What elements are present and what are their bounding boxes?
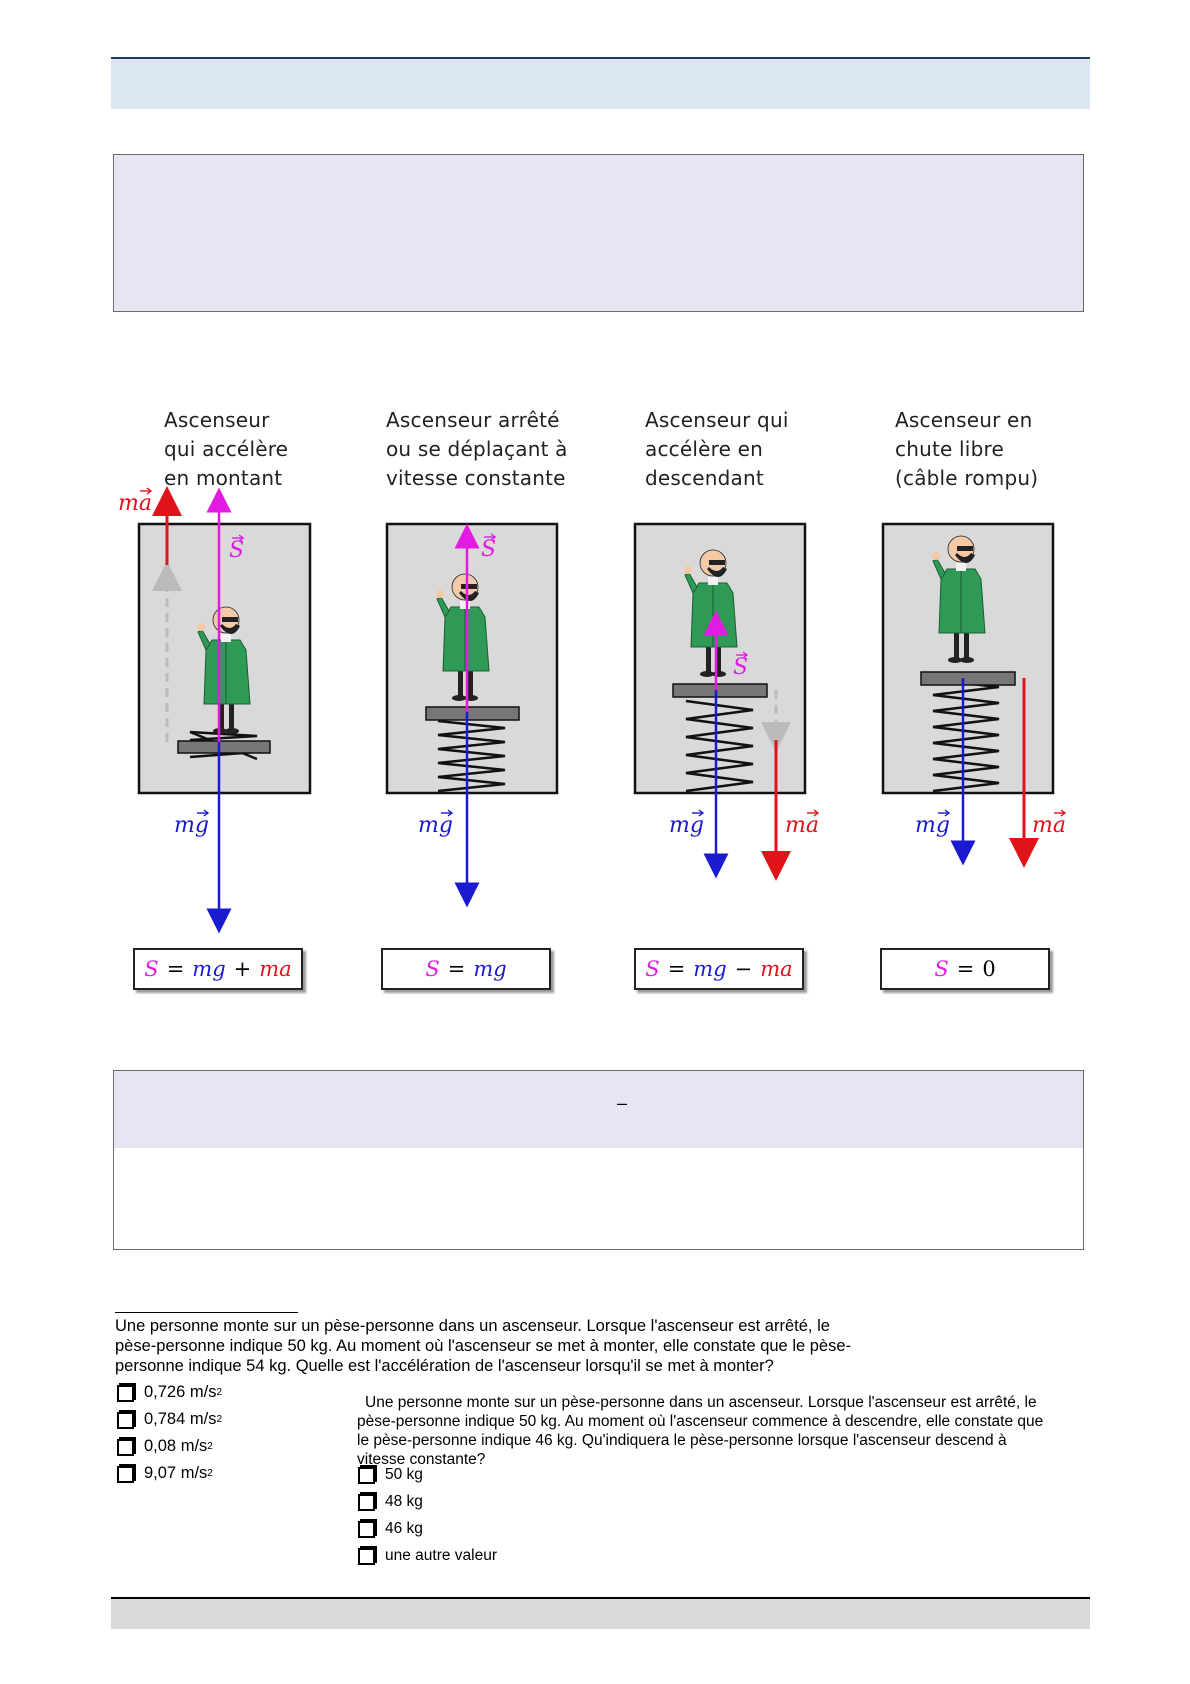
label-mg-4: mg bbox=[915, 813, 950, 838]
question-1-text: Une personne monte sur un pèse-personne … bbox=[115, 1317, 852, 1375]
q2-option-1[interactable]: 50 kg bbox=[358, 1461, 497, 1488]
header-band bbox=[111, 57, 1090, 109]
vector-arrowhead bbox=[698, 809, 705, 817]
checkbox-icon[interactable] bbox=[358, 1548, 375, 1565]
label-S-1: S bbox=[229, 538, 244, 563]
question-2-options: 50 kg 48 kg 46 kg une autre valeur bbox=[358, 1461, 497, 1569]
info-box-top bbox=[113, 154, 1084, 312]
checkbox-icon[interactable] bbox=[358, 1467, 375, 1484]
info-box-bottom-header: – bbox=[114, 1071, 1083, 1148]
equation-box-1: S=mg+ma bbox=[133, 948, 303, 990]
vector-arrowhead bbox=[813, 809, 820, 817]
q2-option-2[interactable]: 48 kg bbox=[358, 1488, 497, 1515]
checkbox-icon[interactable] bbox=[358, 1521, 375, 1538]
vector-arrowhead bbox=[1060, 809, 1067, 817]
vector-arrowhead bbox=[742, 651, 749, 659]
checkbox-icon[interactable] bbox=[117, 1385, 134, 1402]
label-mg-2: mg bbox=[418, 813, 453, 838]
q2-option-4[interactable]: une autre valeur bbox=[358, 1542, 497, 1569]
label-ma-1: ma bbox=[118, 491, 152, 516]
panel-1: ma S mg bbox=[118, 486, 312, 934]
question-2-text: Une personne monte sur un pèse-personne … bbox=[357, 1394, 1044, 1468]
info-box-bottom: – bbox=[113, 1070, 1084, 1250]
vector-arrowhead bbox=[447, 809, 454, 817]
label-S-2: S bbox=[481, 537, 496, 562]
vector-arrowhead bbox=[944, 809, 951, 817]
vector-arrowhead bbox=[146, 487, 153, 495]
dash-symbol: – bbox=[617, 1093, 628, 1113]
equation-box-2: S=mg bbox=[381, 948, 551, 990]
label-mg-3: mg bbox=[669, 813, 704, 838]
equation-box-3: S=mg−ma bbox=[634, 948, 804, 990]
vector-arrowhead bbox=[490, 533, 497, 541]
checkbox-icon[interactable] bbox=[117, 1466, 134, 1483]
label-ma-4: ma bbox=[1032, 813, 1066, 838]
label-S-3: S bbox=[733, 655, 748, 680]
panel-2: S mg bbox=[385, 522, 559, 908]
footnote-rule bbox=[115, 1312, 298, 1313]
panel-4: mg ma bbox=[881, 522, 1067, 868]
vector-arrowhead bbox=[203, 809, 210, 817]
panel-3: S mg ma bbox=[633, 522, 820, 881]
footer-band bbox=[111, 1597, 1090, 1629]
elevator-figure: ma S mg S mg S mg ma mg ma bbox=[118, 486, 1067, 934]
label-ma-3: ma bbox=[785, 813, 819, 838]
label-mg-1: mg bbox=[174, 813, 209, 838]
checkbox-icon[interactable] bbox=[358, 1494, 375, 1511]
equation-box-4: S=0 bbox=[880, 948, 1050, 990]
checkbox-icon[interactable] bbox=[117, 1412, 134, 1429]
checkbox-icon[interactable] bbox=[117, 1439, 134, 1456]
vector-arrowhead bbox=[238, 534, 245, 542]
q2-option-3[interactable]: 46 kg bbox=[358, 1515, 497, 1542]
